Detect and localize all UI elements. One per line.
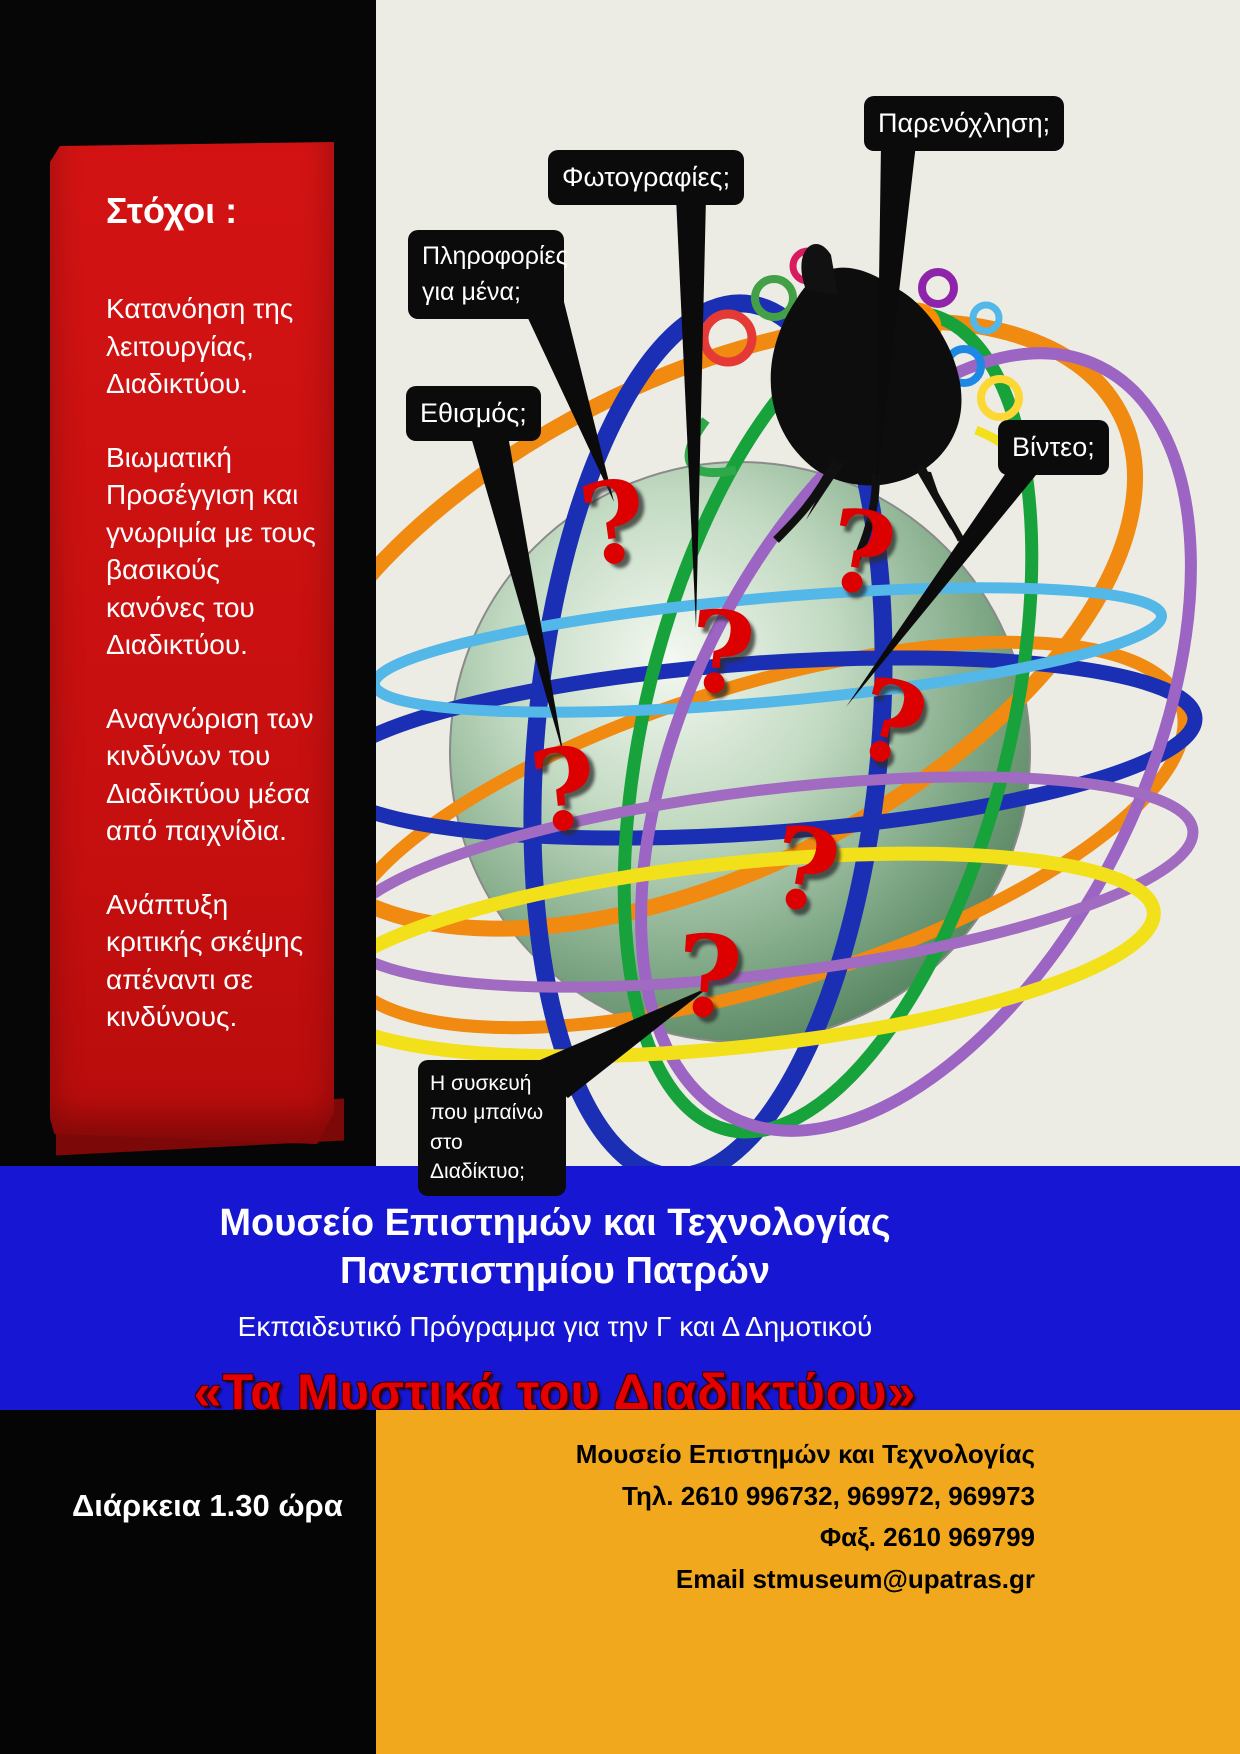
tail-harassment xyxy=(876,144,916,492)
globe-graphic xyxy=(376,144,1203,1166)
duration-text: Διάρκεια 1.30 ώρα xyxy=(72,1488,343,1523)
goals-ribbon: Στόχοι : Κατανόηση της λειτουργίας, Διαδ… xyxy=(50,142,334,1144)
question-mark: ? xyxy=(671,909,747,1046)
goal-item: Βιωματική Προσέγγιση και γνωριμία με του… xyxy=(106,441,316,661)
orbit-ring-blue-horizontal xyxy=(376,650,1203,846)
contact-panel: Μουσείο Επιστημών και Τεχνολογίας Τηλ. 2… xyxy=(376,1410,1240,1754)
orbit-ring-lightblue xyxy=(376,582,1168,718)
goals-title: Στόχοι : xyxy=(106,190,238,231)
orbit-rings xyxy=(376,294,1203,1166)
goal-item: Ανάπτυξη κριτικής σκέψης απέναντι σε κιν… xyxy=(106,888,304,1033)
goals-content: Στόχοι : Κατανόηση της λειτουργίας, Διαδ… xyxy=(50,142,334,1036)
callout-video: Βίντεο; xyxy=(998,420,1109,476)
left-black-column: Στόχοι : Κατανόηση της λειτουργίας, Διαδ… xyxy=(0,0,376,1166)
museum-name-line2: Πανεπιστημίου Πατρών xyxy=(340,1249,770,1292)
tail-device xyxy=(526,987,709,1098)
orbit-ring-blue-vertical xyxy=(523,294,893,1166)
question-mark: ? xyxy=(681,584,761,723)
tentacle-creature xyxy=(684,243,1026,562)
callout-photos: Φωτογραφίες; xyxy=(548,150,745,206)
orbit-ring-yellow xyxy=(376,846,1161,1064)
tail-photos xyxy=(676,197,706,628)
contact-phone: Τηλ. 2610 996732, 969972, 969973 xyxy=(622,1480,1035,1511)
duration-panel: Διάρκεια 1.30 ώρα xyxy=(0,1410,376,1754)
goal-item: Κατανόηση της λειτουργίας, Διαδικτύου. xyxy=(106,293,294,400)
orbit-ring-purple-vertical xyxy=(635,347,1197,1137)
museum-banner: Μουσείο Επιστημών και Τεχνολογίας Πανεπι… xyxy=(0,1166,1240,1420)
question-mark: ? xyxy=(524,721,604,860)
contact-block: Μουσείο Επιστημών και Τεχνολογίας Τηλ. 2… xyxy=(376,1410,1240,1600)
callout-addiction: Εθισμός; xyxy=(406,386,541,442)
tail-video xyxy=(846,464,1045,707)
callout-device: Η συσκευή που μπαίνω στο Διαδίκτυο; xyxy=(418,1060,566,1196)
contact-email: Email stmuseum@upatras.gr xyxy=(675,1563,1035,1594)
callout-tails xyxy=(471,144,1045,1098)
contact-fax: Φαξ. 2610 969799 xyxy=(819,1522,1035,1553)
museum-name-line1: Μουσείο Επιστημών και Τεχνολογίας xyxy=(219,1202,891,1244)
contact-name: Μουσείο Επιστημών και Τεχνολογίας xyxy=(575,1439,1035,1469)
banner-content: Μουσείο Επιστημών και Τεχνολογίας Πανεπι… xyxy=(0,1166,1110,1421)
tail-addiction xyxy=(471,424,564,757)
callout-personal-info: Πληροφορίες για μένα; xyxy=(408,230,568,319)
goal-item: Αναγνώριση των κινδύνων του Διαδικτύου μ… xyxy=(106,702,314,847)
orbit-ring-purple-horizontal xyxy=(376,771,1199,993)
orbit-ring-orange xyxy=(376,313,1143,937)
tail-personal-info xyxy=(526,294,614,502)
program-subtitle: Εκπαιδευτικό Πρόγραμμα για την Γ και Δ Δ… xyxy=(237,1311,873,1342)
callout-harassment: Παρενόχληση; xyxy=(864,96,1065,152)
internet-globe-illustration: ? ? ? ? ? ? ? Παρενόχληση; Φωτογραφίες; … xyxy=(376,0,1240,1196)
